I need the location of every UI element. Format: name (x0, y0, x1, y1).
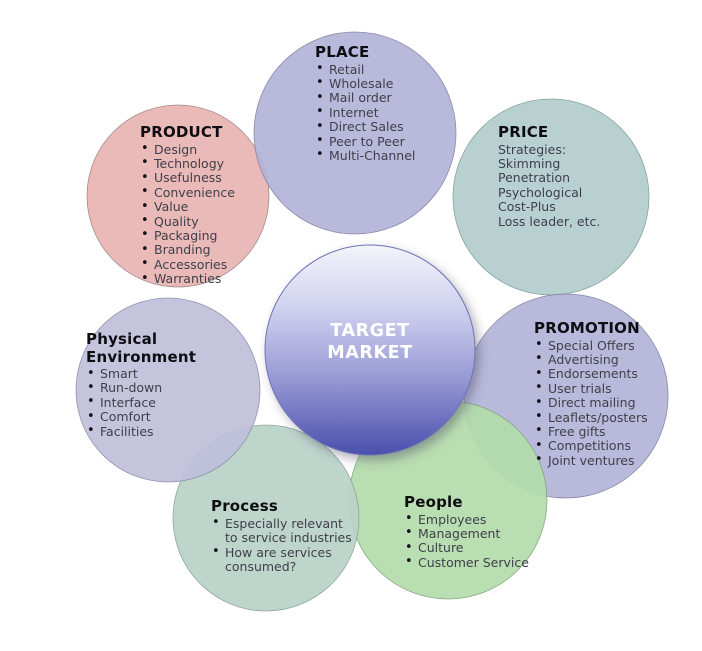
list-item: Interface (86, 395, 196, 410)
list-item: Joint ventures (534, 453, 648, 468)
petal-title-product: PRODUCT (140, 123, 223, 141)
petal-list-physical-environment: Smart Run-down Interface Comfort Facilit… (86, 366, 196, 439)
list-item: Management (404, 526, 529, 541)
list-item: Especially relevant to service industrie… (211, 516, 353, 546)
petal-title-people: People (404, 493, 463, 511)
list-item: Special Offers (534, 338, 648, 353)
list-item: How are services consumed? (211, 545, 353, 575)
list-item: Smart (86, 366, 196, 381)
list-item: Employees (404, 512, 529, 527)
petal-label-people: People Employees Management Culture Cust… (404, 493, 529, 571)
list-item: Value (140, 199, 235, 214)
petal-label-physical-environment: Physical Environment Smart Run-down Inte… (86, 331, 196, 439)
list-item: Free gifts (534, 424, 648, 439)
list-item: Warranties (140, 271, 235, 286)
list-item: Strategies: (498, 141, 567, 157)
list-item: Peer to Peer (315, 134, 415, 149)
list-item: Direct mailing (534, 395, 648, 410)
list-item: Design (140, 142, 235, 157)
list-item: Comfort (86, 409, 196, 424)
list-item: Loss leader, etc. (498, 213, 601, 229)
list-item: Run-down (86, 380, 196, 395)
list-item: User trials (534, 381, 648, 396)
petal-title-promotion: PROMOTION (534, 319, 640, 337)
list-item: Endorsements (534, 366, 648, 381)
petal-label-promotion: PROMOTION Special Offers Advertising End… (534, 319, 648, 469)
list-item: Technology (140, 156, 235, 171)
petal-title-physical-environment-line2: Environment (86, 348, 197, 366)
petal-label-place: PLACE Retail Wholesale Mail order Intern… (315, 43, 415, 164)
list-item: Wholesale (315, 76, 415, 91)
list-item: Accessories (140, 257, 235, 272)
petal-title-physical-environment-line1: Physical (86, 330, 158, 348)
list-item: Competitions (534, 438, 648, 453)
petal-list-place: Retail Wholesale Mail order Internet Dir… (315, 62, 415, 164)
petal-title-price: PRICE (498, 123, 549, 141)
petal-list-promotion: Special Offers Advertising Endorsements … (534, 338, 648, 469)
list-item: Customer Service (404, 555, 529, 570)
petal-list-price: Strategies: Skimming Penetration Psychol… (498, 141, 601, 229)
petal-label-product: PRODUCT Design Technology Usefulness Con… (140, 123, 235, 287)
list-item: Convenience (140, 185, 235, 200)
list-item: Retail (315, 62, 415, 77)
list-item: Penetration (498, 170, 571, 186)
petal-title-process: Process (211, 497, 279, 515)
list-item: Packaging (140, 228, 235, 243)
list-item: Psychological (498, 184, 583, 200)
list-item: Cost-Plus (498, 199, 556, 215)
petal-list-people: Employees Management Culture Customer Se… (404, 512, 529, 571)
list-item: Leaflets/posters (534, 410, 648, 425)
list-item: Advertising (534, 352, 648, 367)
list-item: Direct Sales (315, 119, 415, 134)
list-item: Multi-Channel (315, 148, 415, 163)
petal-title-place: PLACE (315, 43, 370, 61)
list-item: Culture (404, 540, 529, 555)
petal-label-process: Process Especially relevant to service i… (211, 497, 353, 575)
list-item: Skimming (498, 155, 561, 171)
list-item: Branding (140, 242, 235, 257)
list-item: Usefulness (140, 170, 235, 185)
list-item: Quality (140, 214, 235, 229)
target-market-circle (264, 244, 476, 456)
list-item: Mail order (315, 90, 415, 105)
petal-list-process: Especially relevant to service industrie… (211, 516, 353, 575)
list-item: Internet (315, 105, 415, 120)
petal-list-product: Design Technology Usefulness Convenience… (140, 142, 235, 287)
list-item: Facilities (86, 424, 196, 439)
petal-label-price: PRICE Strategies: Skimming Penetration P… (498, 123, 601, 229)
